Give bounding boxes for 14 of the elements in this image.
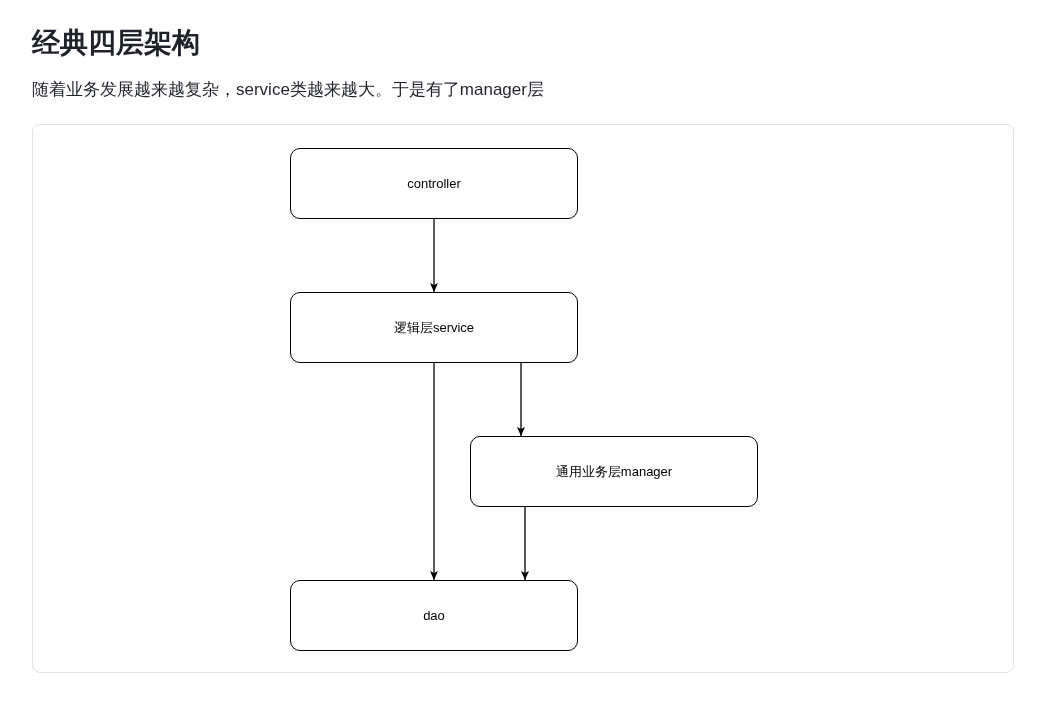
box-label: 逻辑层service — [393, 318, 475, 337]
box-label: controller — [407, 174, 461, 193]
arrow — [430, 218, 438, 293]
process-box — [290, 580, 578, 651]
process-box — [290, 292, 578, 363]
arrow — [517, 362, 525, 437]
intro-paragraph: 随着业务发展越来越复杂，service类越来越大。于是有了manager层 — [32, 79, 544, 101]
box-label: dao — [423, 606, 445, 625]
arrow — [521, 506, 529, 581]
box-label: 通用业务层manager — [555, 462, 673, 481]
process-box — [290, 148, 578, 219]
arrow — [430, 362, 438, 581]
process-box — [470, 436, 758, 507]
page-title: 经典四层架构 — [32, 26, 200, 60]
